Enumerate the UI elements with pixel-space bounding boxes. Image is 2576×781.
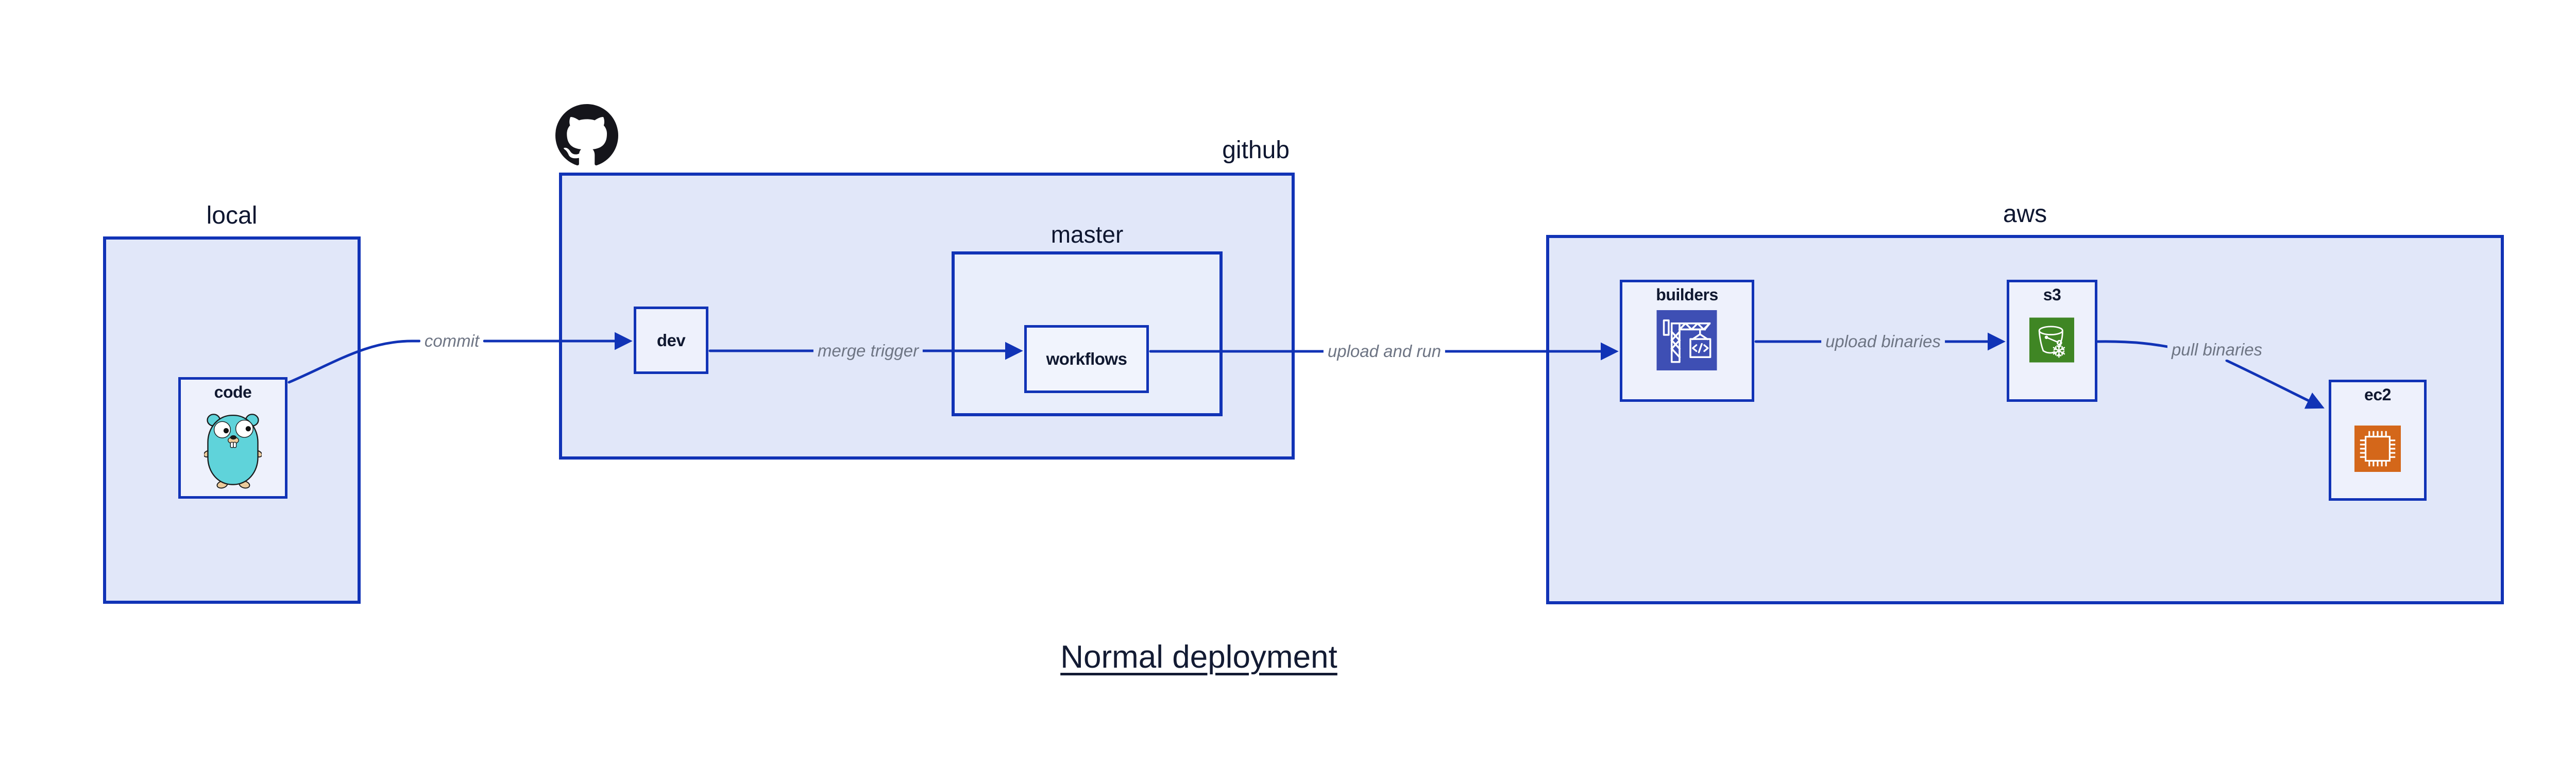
node-label-dev: dev — [656, 330, 686, 350]
group-label-master: master — [1050, 221, 1124, 248]
node-ec2: ec2 — [2329, 380, 2427, 501]
node-workflows: workflows — [1024, 325, 1149, 393]
node-label-s3: s3 — [2043, 285, 2061, 304]
go-gopher-icon — [203, 406, 263, 494]
diagram-title: Normal deployment — [1060, 639, 1337, 675]
node-label-workflows: workflows — [1046, 349, 1127, 368]
node-s3: s3 — [2007, 280, 2097, 402]
group-label-aws: aws — [2003, 200, 2047, 228]
edge-label-merge-trigger: merge trigger — [813, 341, 923, 361]
edge-label-upload-binaries: upload binaries — [1821, 332, 1945, 351]
group-label-local: local — [206, 202, 258, 229]
node-label-code: code — [214, 383, 252, 401]
node-code: code — [178, 377, 287, 499]
node-label-builders: builders — [1656, 285, 1718, 304]
github-octocat-icon — [555, 104, 618, 169]
node-label-ec2: ec2 — [2364, 385, 2391, 404]
node-builders: builders — [1620, 280, 1754, 402]
ec2-chip-icon — [2353, 426, 2402, 474]
codebuild-crane-icon — [1656, 310, 1717, 373]
group-label-github: github — [1222, 137, 1290, 164]
edge-label-pull-binaries: pull binaries — [2167, 340, 2267, 360]
s3-bucket-snowflake-icon — [2029, 317, 2074, 365]
edge-label-commit: commit — [420, 331, 484, 351]
node-dev: dev — [634, 307, 708, 374]
edge-label-upload-and-run: upload and run — [1323, 342, 1446, 361]
